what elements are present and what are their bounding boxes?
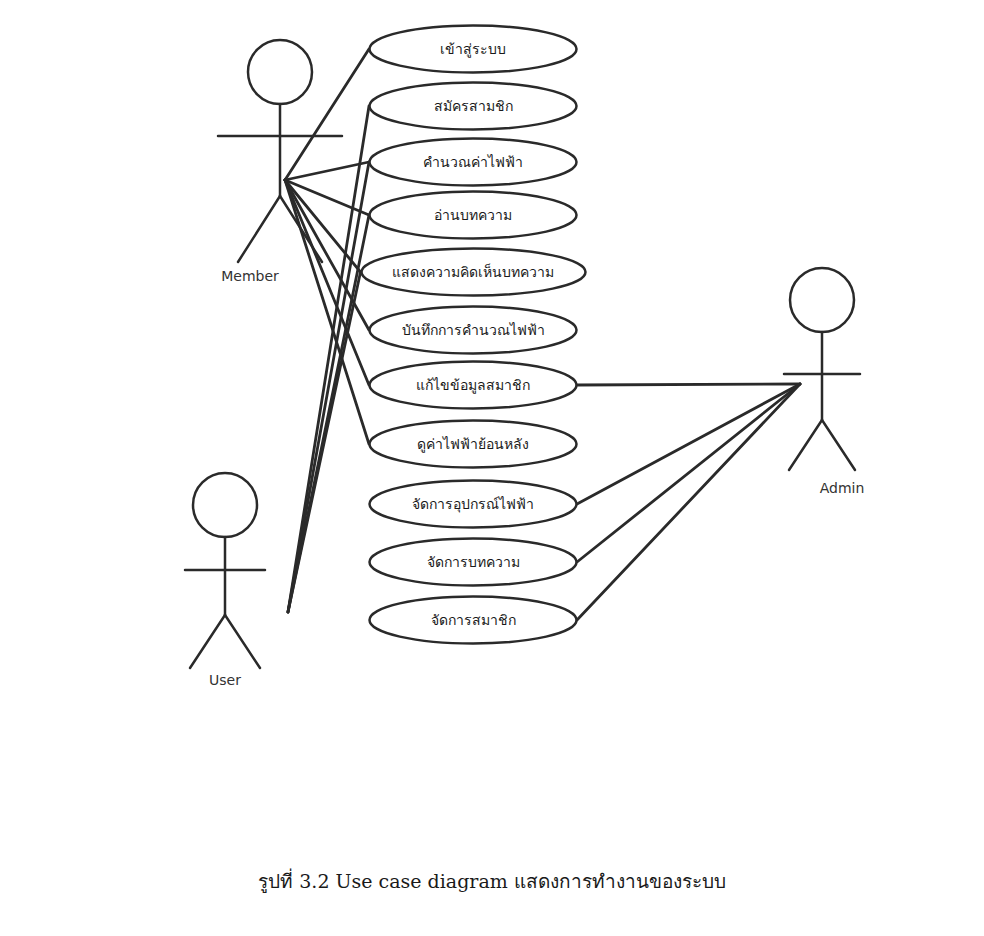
use-case-ellipse: เข้าสู่ระบบ	[368, 24, 578, 74]
stick-figure	[170, 470, 300, 695]
use-case-name: จัดการสมาชิก	[431, 609, 516, 631]
association-line	[288, 106, 369, 612]
figure-caption: รูปที่ 3.2 Use case diagram แสดงการทำงาน…	[0, 866, 984, 896]
association-line	[577, 384, 800, 504]
use-case-name: จัดการอุปกรณ์ไฟฟ้า	[412, 493, 534, 515]
actor: User	[170, 470, 300, 695]
use-case-ellipse: สมัครสามชิก	[368, 81, 578, 131]
association-line	[577, 384, 800, 385]
use-case-name: คำนวณค่าไฟฟ้า	[423, 151, 523, 173]
actor-name: Admin	[820, 480, 865, 496]
use-case-ellipse: แก้ไขข้อมูลสมาชิก	[368, 360, 578, 410]
use-case-ellipse: แสดงความคิดเห็นบทความ	[360, 247, 587, 297]
use-case-ellipse: จัดการบทความ	[368, 537, 578, 587]
use-case-name: แสดงความคิดเห็นบทความ	[392, 261, 554, 283]
use-case-name: เข้าสู่ระบบ	[440, 38, 506, 60]
actor: Member	[205, 36, 355, 291]
actor-name: User	[209, 672, 241, 688]
use-case-ellipse: บันทึกการคำนวณไฟฟ้า	[368, 305, 578, 355]
use-case-name: จัดการบทความ	[427, 551, 520, 573]
use-case-name: บันทึกการคำนวณไฟฟ้า	[402, 319, 545, 341]
actor-name: Member	[221, 268, 279, 284]
use-case-ellipse: จัดการอุปกรณ์ไฟฟ้า	[368, 479, 578, 529]
use-case-name: ดูค่าไฟฟ้าย้อนหลัง	[417, 433, 529, 455]
use-case-name: สมัครสามชิก	[434, 95, 513, 117]
use-case-ellipse: จัดการสมาชิก	[368, 595, 578, 645]
use-case-ellipse: คำนวณค่าไฟฟ้า	[368, 137, 578, 187]
use-case-ellipse: ดูค่าไฟฟ้าย้อนหลัง	[368, 419, 578, 469]
use-case-name: อ่านบทความ	[434, 204, 512, 226]
stick-figure	[770, 266, 890, 506]
association-line	[288, 215, 369, 612]
actor: Admin	[770, 266, 890, 506]
use-case-name: แก้ไขข้อมูลสมาชิก	[416, 374, 530, 396]
association-line	[285, 180, 369, 444]
association-line	[288, 272, 361, 612]
association-line	[577, 384, 800, 620]
association-line	[577, 384, 800, 562]
stick-figure	[205, 36, 355, 291]
use-case-ellipse: อ่านบทความ	[368, 190, 578, 240]
